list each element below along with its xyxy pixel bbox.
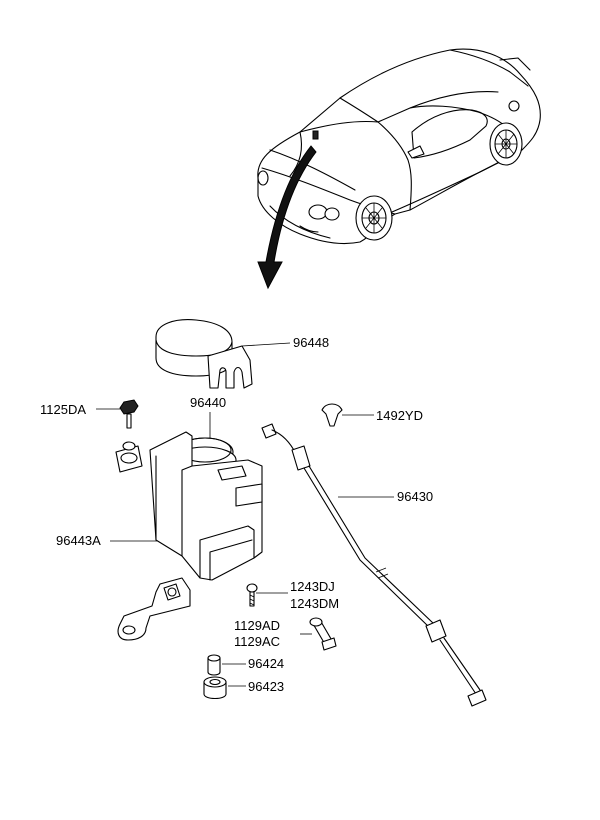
label-96440: 96440: [190, 395, 226, 410]
label-96448: 96448: [293, 335, 329, 350]
part-1125DA-bolt: [96, 399, 139, 429]
label-1125DA: 1125DA: [40, 402, 86, 417]
label-96423: 96423: [248, 679, 284, 694]
part-1492YD-clip: [321, 403, 374, 427]
part-96424-sleeve: [207, 654, 246, 676]
part-1243DJ-screw: [246, 583, 288, 607]
part-96423-bushing: [203, 676, 246, 700]
label-1492YD: 1492YD: [376, 408, 423, 423]
label-96424: 96424: [248, 656, 284, 671]
label-1243DJ: 1243DJ: [290, 579, 335, 594]
part-96448-cover: [155, 319, 291, 389]
car-illustration: [257, 48, 541, 245]
location-arrow: [257, 145, 317, 290]
part-1129AD-bolt: [300, 617, 337, 651]
label-96430: 96430: [397, 489, 433, 504]
part-96443A-bracket: [110, 431, 263, 641]
label-96443A: 96443A: [56, 533, 101, 548]
label-1129AC: 1129AC: [234, 634, 280, 649]
label-1243DM: 1243DM: [290, 596, 339, 611]
label-1129AD: 1129AD: [234, 618, 280, 633]
part-96430-cable: [261, 423, 487, 707]
